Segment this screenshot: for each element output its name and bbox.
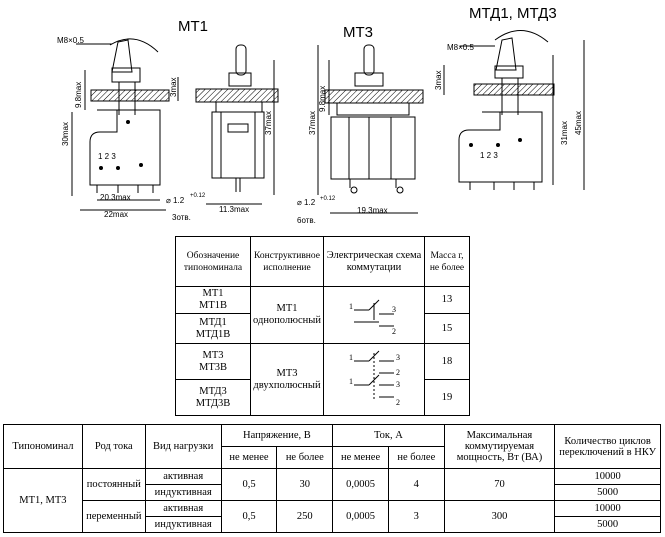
- t2-cycles: 10000: [554, 500, 661, 517]
- dim-3-a: 3max: [169, 77, 178, 97]
- schema2-pin2a: 2: [396, 368, 400, 377]
- t1-header-schema: Электрическая схема коммутации: [323, 236, 425, 287]
- t2-i-min: 0,0005: [332, 500, 389, 533]
- t2-cycles: 10000: [554, 468, 661, 485]
- ratings-table: Типономинал Род тока Вид нагрузки Напряж…: [3, 424, 661, 533]
- mt1-front-view: [195, 44, 279, 205]
- pins-mt1: 1 2 3: [98, 152, 116, 161]
- t1-group-1: МТ1 однополюсный: [250, 286, 324, 344]
- t2-header-power: Максимальная коммутируемая мощность, Вт …: [443, 424, 556, 469]
- dim-11-3: 11.3max: [219, 205, 249, 214]
- schema2-pin1a: 1: [349, 353, 353, 362]
- schema1-pin2: 2: [392, 327, 396, 336]
- t1-row-name: МТД3 МТД3В: [175, 379, 251, 416]
- schema2-pin3a: 3: [396, 353, 400, 362]
- t2-header-cycles: Количество циклов переключений в НКУ: [554, 424, 661, 469]
- t1-mass: 13: [424, 286, 470, 314]
- dim-37-b: 37max: [308, 111, 317, 135]
- t2-header-i-min: не менее: [332, 446, 389, 469]
- t2-header-type: Типономинал: [3, 424, 83, 469]
- t2-header-v-min: не менее: [220, 446, 278, 469]
- mtd-side-view: [443, 30, 585, 190]
- t2-type-value: МТ1, МТ3: [3, 468, 83, 533]
- t2-v-min: 0,5: [220, 468, 278, 501]
- t1-row-name: МТД1 МТД1В: [175, 313, 251, 344]
- t1-group-2: МТ3 двухполюсный: [250, 343, 324, 416]
- t2-i-max: 4: [387, 468, 445, 501]
- dim-9-8-b: 9.8max: [318, 86, 327, 112]
- hole-tol-a: +0.12: [190, 193, 206, 199]
- mt1-side-view: [71, 38, 179, 211]
- t2-header-voltage: Напряжение, В: [220, 424, 334, 447]
- schema2-pin1b: 1: [349, 377, 353, 386]
- thread-label-a: M8×0.5: [57, 36, 84, 45]
- t2-header-i-max: не более: [387, 446, 445, 469]
- schema2-pin3b: 3: [396, 380, 400, 389]
- t1-schema-2: 1 3 2 1 3 2: [323, 343, 425, 416]
- hole-label-b: ⌀ 1.2: [297, 198, 316, 207]
- t2-i-min: 0,0005: [332, 468, 389, 501]
- schema1-pin1: 1: [349, 302, 353, 311]
- schema2-pin2b: 2: [396, 398, 400, 407]
- t1-mass: 18: [424, 343, 470, 380]
- header-mtd: МТД1, МТД3: [469, 5, 557, 22]
- dim-45: 45max: [574, 111, 583, 135]
- t1-mass: 19: [424, 379, 470, 416]
- holes-6: 6отв.: [297, 216, 316, 225]
- t2-i-max: 3: [387, 500, 445, 533]
- t1-mass: 15: [424, 313, 470, 344]
- hole-label-a: ⌀ 1.2: [166, 196, 185, 205]
- t2-header-load: Вид нагрузки: [144, 424, 222, 469]
- t2-header-current-kind: Род тока: [81, 424, 146, 469]
- holes-3: 3отв.: [172, 213, 191, 222]
- hole-tol-b: +0.12: [320, 196, 336, 202]
- dim-31: 31max: [560, 121, 569, 145]
- dim-37-a: 37max: [264, 111, 273, 135]
- t2-v-max: 250: [276, 500, 334, 533]
- t2-load: активная: [144, 500, 222, 517]
- t2-v-min: 0,5: [220, 500, 278, 533]
- t1-row-name: МТ1 МТ1В: [175, 286, 251, 314]
- dim-3-b: 3max: [434, 70, 443, 90]
- t2-header-current: Ток, А: [332, 424, 445, 447]
- t2-v-max: 30: [276, 468, 334, 501]
- dim-22: 22max: [104, 210, 128, 219]
- t1-header-mass: Масса г, не более: [424, 236, 470, 287]
- header-mt1: МТ1: [178, 18, 208, 35]
- header-mt3: МТ3: [343, 24, 373, 41]
- dim-9-8-a: 9.8max: [74, 82, 83, 108]
- t2-cycles: 5000: [554, 484, 661, 501]
- thread-label-b: M8×0.5: [447, 43, 474, 52]
- t2-load: индуктивная: [144, 516, 222, 533]
- dim-19-3: 19.3max: [357, 206, 388, 215]
- t2-load: активная: [144, 468, 222, 485]
- t1-schema-1: 1 3 2: [323, 286, 425, 344]
- schema1-pin3: 3: [392, 305, 396, 314]
- t2-cycles: 5000: [554, 516, 661, 533]
- t2-load: индуктивная: [144, 484, 222, 501]
- designation-table: Обозначение типономинала Конструктивное …: [175, 236, 470, 416]
- mt3-front-view: [317, 44, 424, 214]
- t2-current-kind: переменный: [81, 500, 146, 533]
- t1-header-designation: Обозначение типономинала: [175, 236, 251, 287]
- pins-mtd: 1 2 3: [480, 151, 498, 160]
- t2-power: 70: [443, 468, 556, 501]
- dim-20-3: 20.3max: [100, 193, 131, 202]
- switch-drawings: M8×0.5 9.8max 30max 3max 20.3max 22max 1…: [57, 30, 585, 225]
- t1-header-construction: Конструктивное исполнение: [250, 236, 324, 287]
- t2-header-v-max: не более: [276, 446, 334, 469]
- t2-power: 300: [443, 500, 556, 533]
- t2-current-kind: постоянный: [81, 468, 146, 501]
- t1-row-name: МТ3 МТ3В: [175, 343, 251, 380]
- dim-30: 30max: [61, 122, 70, 146]
